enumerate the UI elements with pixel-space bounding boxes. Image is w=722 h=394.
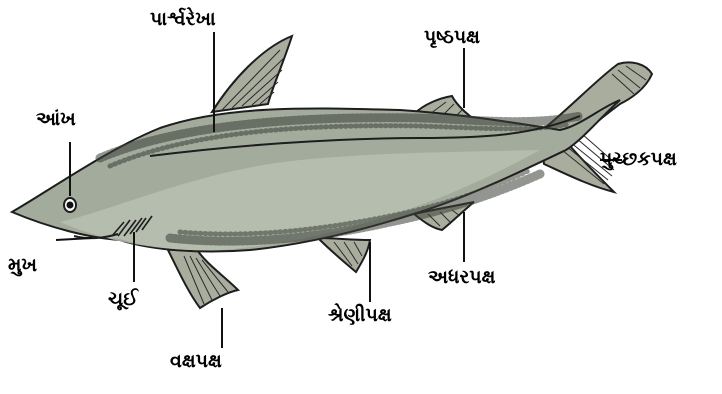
label-eye: આંખ [36, 110, 76, 129]
first-dorsal-fin [212, 36, 292, 112]
label-pectoral-fin: વક્ષપક્ષ [170, 352, 222, 371]
label-caudal-fin: પુચ્છકપક્ષ [600, 150, 677, 169]
label-dorsal-fin: પૃષ્ઠપક્ષ [424, 28, 480, 47]
label-pelvic-fin: શ્રેણીપક્ષ [328, 306, 392, 325]
label-mouth: મુખ [8, 256, 37, 275]
pointer-mouth [56, 238, 92, 240]
pectoral-fin [168, 248, 238, 308]
label-gills: ચૂઈ [108, 290, 138, 309]
fish-pupil [67, 202, 74, 209]
label-anal-fin: અધરપક્ષ [428, 268, 495, 287]
label-lateral-line: પાર્શ્વરેખા [150, 10, 216, 29]
